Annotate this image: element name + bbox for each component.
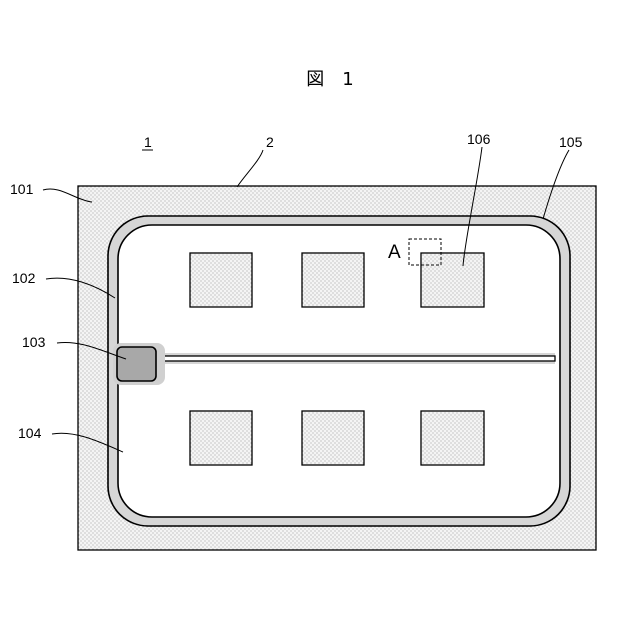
label-106: 106 <box>467 131 491 147</box>
element-lower-1 <box>190 411 252 465</box>
label-detail-a: A <box>388 242 401 263</box>
label-frame-2: 2 <box>266 134 274 150</box>
element-upper-2 <box>302 253 364 307</box>
label-105: 105 <box>559 134 583 150</box>
label-104: 104 <box>18 425 42 441</box>
pad-103 <box>117 347 156 381</box>
leader-2 <box>237 150 263 187</box>
element-upper-1 <box>190 253 252 307</box>
element-lower-3 <box>421 411 484 465</box>
label-101: 101 <box>10 181 34 197</box>
label-102: 102 <box>12 270 36 286</box>
element-upper-3 <box>421 253 484 307</box>
figure-title: 図 1 <box>306 69 353 90</box>
label-103: 103 <box>22 334 46 350</box>
element-lower-2 <box>302 411 364 465</box>
label-device-1: 1 <box>144 134 152 150</box>
bus-line-core <box>152 356 555 361</box>
